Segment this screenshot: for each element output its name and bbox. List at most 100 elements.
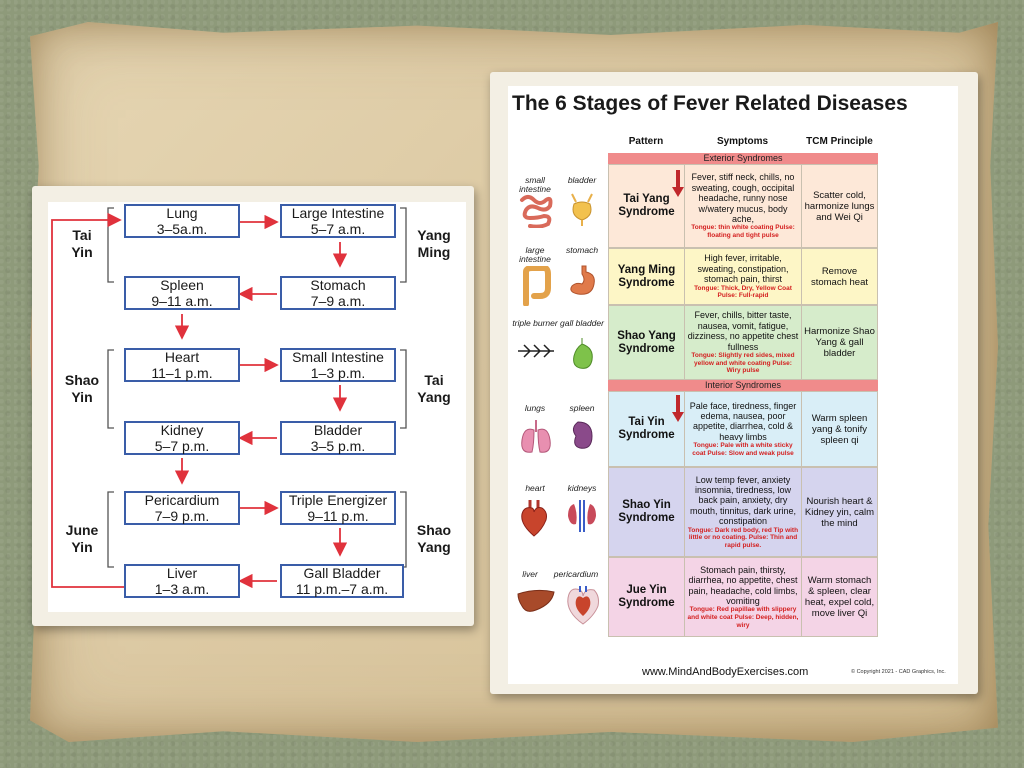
organ-time: 1–3 p.m. [310,365,366,381]
organ-box-bladder: Bladder 3–5 p.m. [280,421,396,455]
tcm-principle-cell: Nourish heart & Kidney yin, calm the min… [804,495,875,529]
symptoms-cell: Fever, stiff neck, chills, no sweating, … [685,165,802,247]
pattern-cell: Tai Yang Syndrome [609,165,685,247]
kidneys-icon [568,500,596,532]
diagram-connectors [51,207,407,589]
meridian-label-june-yin: June Yin [65,522,99,555]
pattern-cell: Shao Yang Syndrome [609,306,685,379]
bracket-shao-yin [107,349,114,429]
organ-time: 9–11 a.m. [151,293,213,309]
organ-label-heart: heart [525,483,545,493]
section-band-exterior: Exterior Syndromes [608,153,878,164]
symptoms-text: Low temp fever, anxiety insomnia, tiredn… [689,474,797,527]
large-intestine-icon [523,266,551,306]
organ-box-spleen: Spleen 9–11 a.m. [124,276,240,310]
small-intestine-icon [520,195,553,228]
syndrome-row-shao-yang: Shao Yang Syndrome Fever, chills, bitter… [608,305,878,380]
organ-name: Triple Energizer [288,492,388,508]
tongue-pulse-text: Tongue: Slightly red sides, mixed yellow… [691,351,795,375]
bracket-yang-ming [400,207,407,283]
organ-label-bladder: bladder [567,175,597,185]
fever-stages-card: The 6 Stages of Fever Related Diseases P… [490,72,978,694]
tongue-pulse-text: Tongue: thin white coating Pulse: floati… [691,224,795,240]
organ-label-spleen: spleen [569,403,595,413]
organ-box-small-intestine: Small Intestine 1–3 p.m. [280,348,396,382]
organ-time: 7–9 a.m. [310,293,366,309]
gall-bladder-icon [573,338,593,369]
organ-time: 3–5a.m. [156,221,208,237]
organ-time: 11 p.m.–7 a.m. [295,581,389,597]
pericardium-icon [567,586,599,625]
liver-icon [517,589,555,612]
organ-label-gall-bladder: gall bladder [560,318,604,328]
triple-burner-icon [518,344,554,358]
organ-label-triple-burner: triple burner [512,318,558,328]
organ-name: Lung [166,205,198,221]
tongue-pulse-text: Tongue: Pale with a white sticky coat Pu… [692,442,794,457]
organ-name: Large Intestine [291,205,385,221]
organ-name: Liver [166,565,198,581]
organ-time: 5–7 p.m. [154,438,210,454]
symptoms-text: Fever, stiff neck, chills, no sweating, … [691,172,795,225]
syndrome-row-shao-yin: Shao Yin Syndrome Low temp fever, anxiet… [608,467,878,557]
syndrome-row-yang-ming: Yang Ming Syndrome High fever, irritable… [608,248,878,305]
bladder-icon [571,193,593,226]
organ-label-pericardium: pericardium [553,569,599,579]
footer-website-url: www.MindAndBodyExercises.com [642,666,809,678]
syndrome-row-tai-yin: Tai Yin Syndrome Pale face, tiredness, f… [608,391,878,467]
symptoms-cell: Low temp fever, anxiety insomnia, tiredn… [685,468,802,556]
down-arrow-icon [672,170,684,197]
organ-label-small-intestine: small intestine [519,175,551,194]
organ-box-liver: Liver 1–3 a.m. [124,564,240,598]
down-arrow-icon [672,395,684,422]
syndrome-row-jue-yin: Jue Yin Syndrome Stomach pain, thirsty, … [608,557,878,637]
organ-label-stomach: stomach [565,245,599,255]
organ-time: 3–5 p.m. [310,438,366,454]
organ-box-kidney: Kidney 5–7 p.m. [124,421,240,455]
pattern-cell: Shao Yin Syndrome [609,468,685,556]
organ-label-kidneys: kidneys [567,483,597,493]
organ-label-large-intestine: large intestine [519,245,551,264]
pattern-cell: Jue Yin Syndrome [609,558,685,636]
chart-title: The 6 Stages of Fever Related Diseases [512,92,908,115]
organ-time: 9–11 p.m. [307,508,369,524]
meridian-label-shao-yin: Shao Yin [64,372,100,405]
arrow-liver-to-lung [51,212,124,588]
meridian-label-tai-yang: Tai Yang [417,372,451,405]
organ-name: Heart [164,349,200,365]
organ-name: Pericardium [144,492,220,508]
meridian-label-shao-yang: Shao Yang [416,522,452,555]
symptoms-text: High fever, irritable, sweating, constip… [697,253,789,285]
pattern-cell: Tai Yin Syndrome [609,392,685,466]
syndrome-row-tai-yang: Tai Yang Syndrome Fever, stiff neck, chi… [608,164,878,248]
organ-time: 1–3 a.m. [154,581,210,597]
bracket-tai-yang [400,349,407,429]
tcm-principle-cell: Harmonize Shao Yang & gall bladder [804,326,875,359]
organ-name: Stomach [310,277,366,293]
organ-time: 7–9 p.m. [154,508,210,524]
symptoms-text: Stomach pain, thirsty, diarrhea, no appe… [688,564,798,607]
heart-icon [521,500,547,537]
symptoms-cell: Stomach pain, thirsty, diarrhea, no appe… [685,558,802,636]
meridian-label-yang-ming: Yang Ming [417,227,451,260]
meridian-label-tai-yin: Tai Yin [71,227,93,260]
organ-time: 5–7 a.m. [310,221,366,237]
tongue-pulse-text: Tongue: Dark red body, red Tip with litt… [687,526,799,549]
symptoms-cell: Fever, chills, bitter taste, nausea, vom… [685,306,802,379]
organ-box-pericardium: Pericardium 7–9 p.m. [124,491,240,525]
organ-box-gall-bladder: Gall Bladder 11 p.m.–7 a.m. [280,564,404,598]
column-header-symptoms: Symptoms [716,136,769,147]
footer-copyright: © Copyright 2021 - CAD Graphics, Inc. [851,669,946,675]
tongue-pulse-text: Tongue: Thick, Dry, Yellow Coat Pulse: F… [694,284,792,300]
tcm-principle-cell: Warm spleen yang & tonify spleen qi [811,412,868,446]
column-header-tcm-principle: TCM Principle [806,136,873,147]
bracket-shao-yang [400,491,407,568]
symptoms-text: Fever, chills, bitter taste, nausea, vom… [687,310,799,352]
organ-clock-diagram: Lung 3–5a.m. Large Intestine 5–7 a.m. Sp… [48,202,466,612]
organ-box-stomach: Stomach 7–9 a.m. [280,276,396,310]
tongue-pulse-text: Tongue: Red papillae with slippery and w… [687,606,799,629]
stomach-icon [570,265,595,295]
organ-box-lung: Lung 3–5a.m. [124,204,240,238]
organ-time: 11–1 p.m. [151,365,213,381]
tcm-principle-cell: Warm stomach & spleen, clear heat, expel… [804,575,875,619]
